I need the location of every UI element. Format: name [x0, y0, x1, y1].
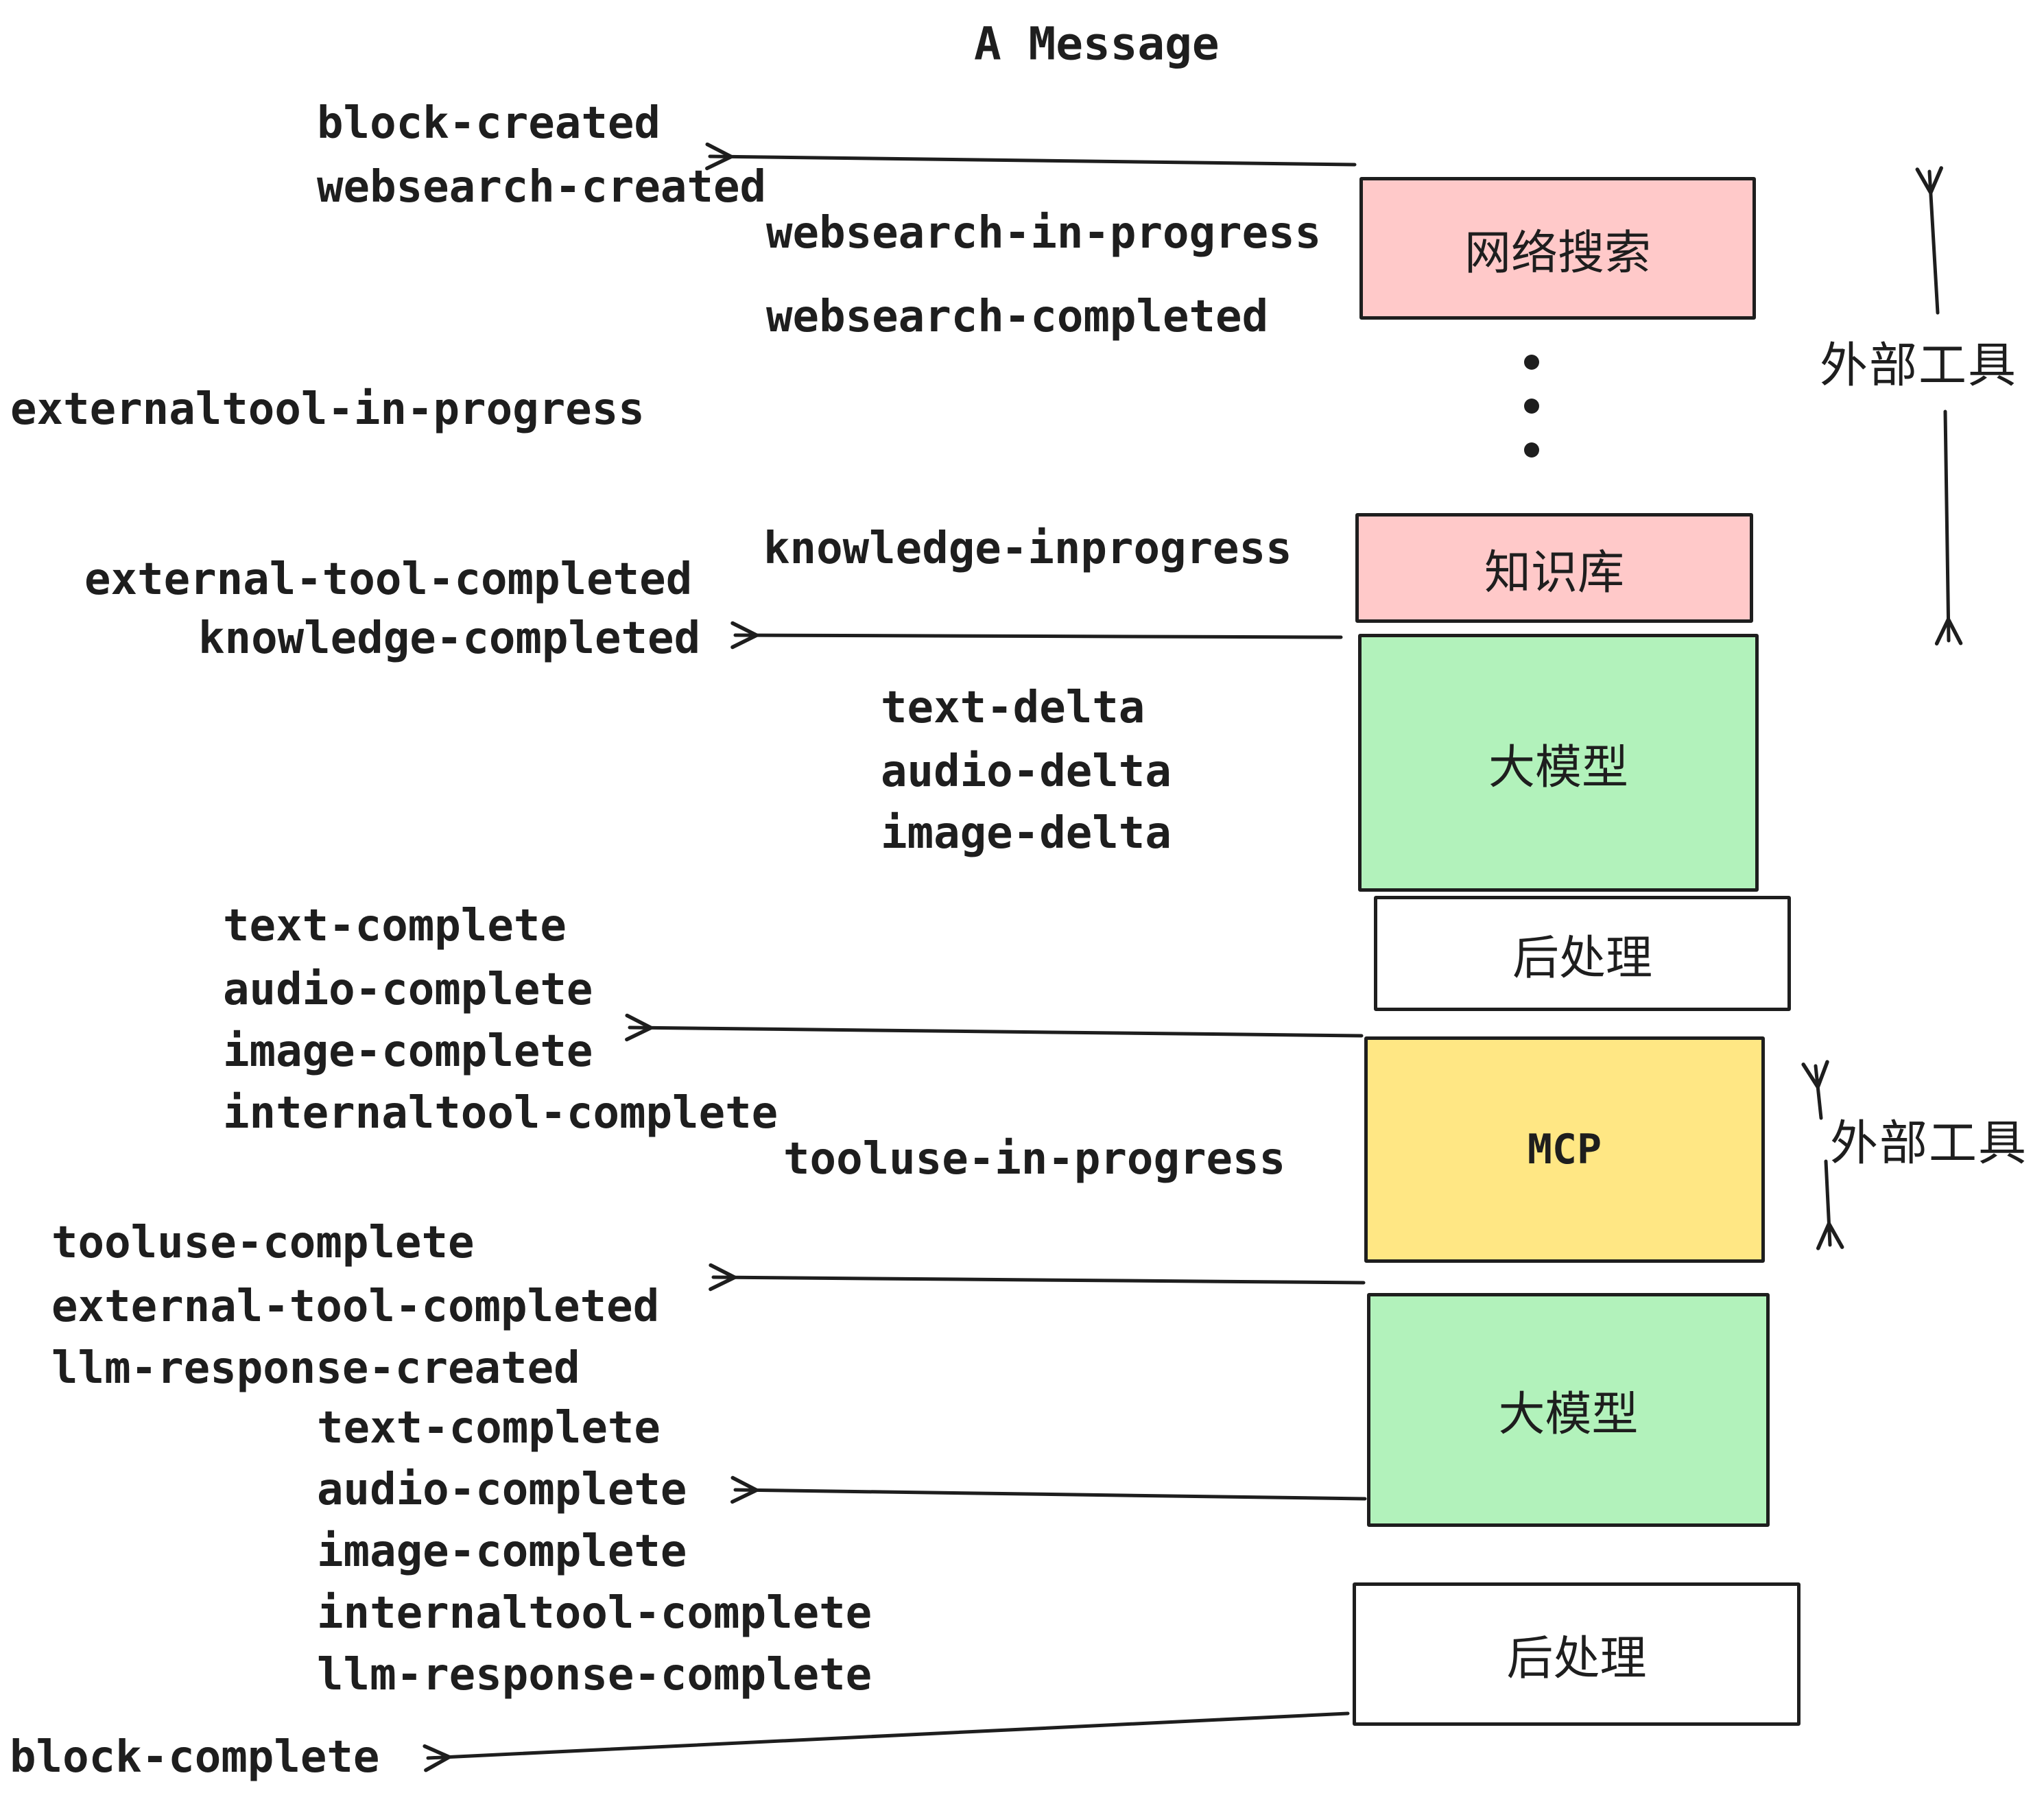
event-label-image-delta-1: image-delta — [881, 808, 1172, 859]
event-label-knowledge-completed: knowledge-completed — [198, 613, 701, 664]
box-knowledge: 知识库 — [1355, 513, 1753, 623]
arrow-post2-to-block-complete — [423, 1711, 1350, 1772]
box-post-1: 后处理 — [1374, 896, 1791, 1011]
event-label-block-created: block-created — [317, 98, 661, 149]
box-mcp-label: MCP — [1527, 1126, 1602, 1174]
box-post-2: 后处理 — [1353, 1582, 1801, 1726]
box-post-1-label: 后处理 — [1512, 931, 1652, 984]
event-label-knowledge-inprogress: knowledge-inprogress — [763, 523, 1292, 574]
arrow-llm2-to-audio-complete — [730, 1475, 1367, 1504]
box-llm-1-label: 大模型 — [1488, 741, 1628, 794]
arrow-llm2-to-tooluse-complete — [709, 1263, 1366, 1292]
arrow-websearch-to-block-created — [705, 142, 1357, 171]
event-label-websearch-in-progress: websearch-in-progress — [766, 208, 1322, 259]
vertical-ellipsis-dots — [1524, 355, 1539, 458]
event-label-text-complete-1: text-complete — [223, 901, 567, 951]
arrow-llm-to-knowledge-completed — [730, 621, 1343, 650]
side-label-external-tools-2: 外部工具 — [1830, 1116, 2028, 1170]
event-label-audio-delta-1: audio-delta — [881, 746, 1172, 797]
event-label-tooluse-complete: tooluse-complete — [51, 1218, 475, 1268]
box-websearch: 网络搜索 — [1359, 177, 1756, 320]
box-llm-1: 大模型 — [1358, 634, 1759, 892]
side-label-external-tools-1: 外部工具 — [1820, 338, 2017, 392]
arrow-external-tools-up-1 — [1915, 166, 1943, 315]
event-label-websearch-completed: websearch-completed — [766, 292, 1269, 342]
event-label-text-complete-2: text-complete — [317, 1403, 661, 1453]
arrow-external-tools-up-2 — [1801, 1060, 1829, 1120]
event-label-externaltool-in-progress: externaltool-in-progress — [10, 384, 645, 435]
page-title: A Message — [974, 17, 1220, 71]
event-label-llm-response-created: llm-response-created — [51, 1343, 580, 1394]
box-mcp: MCP — [1364, 1036, 1765, 1263]
event-label-internaltool-complete-1: internaltool-complete — [223, 1088, 779, 1139]
event-label-internaltool-complete-2: internaltool-complete — [317, 1588, 872, 1639]
event-label-block-complete: block-complete — [10, 1732, 380, 1783]
box-websearch-label: 网络搜索 — [1464, 226, 1651, 279]
event-label-audio-complete-2: audio-complete — [317, 1464, 687, 1515]
box-llm-2: 大模型 — [1367, 1293, 1770, 1527]
event-label-external-tool-completed-1: external-tool-completed — [84, 554, 693, 605]
event-label-llm-response-complete: llm-response-complete — [317, 1650, 872, 1700]
box-llm-2-label: 大模型 — [1498, 1388, 1639, 1440]
arrow-external-tools-down-1 — [1934, 410, 1963, 646]
event-label-text-delta-1: text-delta — [881, 683, 1145, 733]
box-post-2-label: 后处理 — [1506, 1633, 1647, 1685]
event-label-audio-complete-1: audio-complete — [223, 964, 593, 1015]
event-label-image-complete-1: image-complete — [223, 1026, 593, 1077]
event-label-tooluse-in-progress: tooluse-in-progress — [783, 1134, 1286, 1185]
event-label-image-complete-2: image-complete — [317, 1526, 687, 1577]
event-label-external-tool-completed-2: external-tool-completed — [51, 1281, 660, 1332]
box-knowledge-label: 知识库 — [1484, 546, 1624, 599]
arrow-mcp-to-image-complete — [625, 1013, 1364, 1042]
event-label-websearch-created: websearch-created — [317, 162, 767, 213]
